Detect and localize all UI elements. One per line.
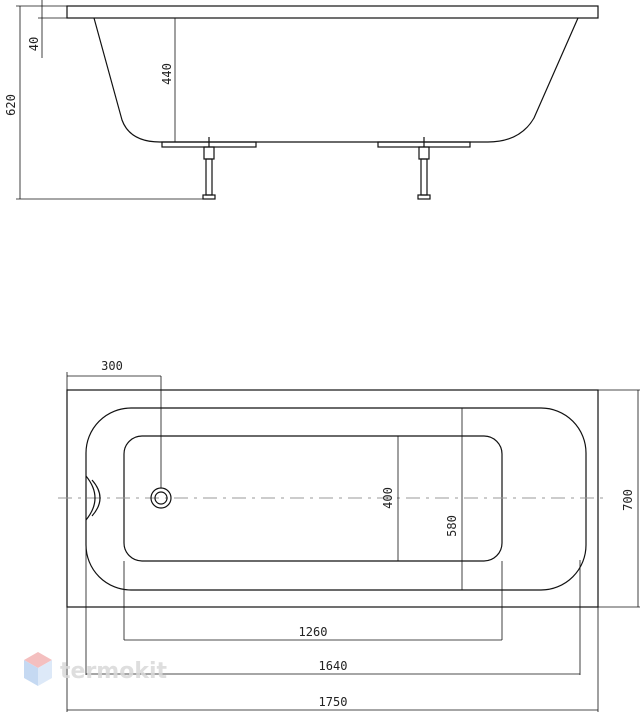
bottom-width-label: 400 <box>381 487 395 509</box>
leg-right <box>417 137 431 200</box>
tub-body <box>93 17 579 143</box>
inner-tub-outline <box>85 407 587 591</box>
overflow-icon <box>85 475 101 521</box>
top-view: 300 400 580 700 1260 1640 1750 <box>58 359 640 712</box>
tub-rim <box>66 5 599 19</box>
logo-cube-left <box>24 660 38 686</box>
logo-cube-right <box>38 660 52 686</box>
leg-left <box>202 137 216 200</box>
rim-height-label: 40 <box>27 37 41 51</box>
inner-length-label: 1640 <box>319 659 348 673</box>
watermark-logo: termokit <box>24 652 167 686</box>
watermark-text: termokit <box>60 659 167 684</box>
outer-length-label: 1750 <box>319 695 348 709</box>
total-height-label: 620 <box>4 94 18 116</box>
drain-offset-label: 300 <box>101 359 123 373</box>
side-view: 40 620 440 <box>4 0 599 200</box>
outer-width-label: 700 <box>621 489 635 511</box>
bottom-length-label: 1260 <box>299 625 328 639</box>
inner-depth-label: 440 <box>160 63 174 85</box>
inner-width-label: 580 <box>445 515 459 537</box>
